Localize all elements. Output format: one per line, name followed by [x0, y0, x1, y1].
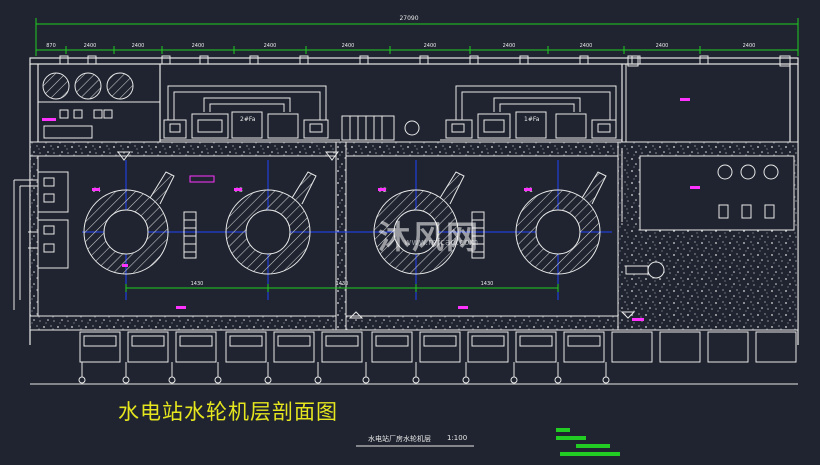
level-markers — [117, 151, 636, 319]
spacing-label-1: 1430 — [191, 281, 204, 287]
upper-piping-left — [160, 85, 340, 141]
dim-label-2: 2400 — [84, 43, 97, 49]
segment-dimension-labels: 870 2400 2400 2400 2400 2400 2400 2400 2… — [46, 43, 755, 49]
roof-columns — [59, 55, 709, 65]
dim-label-7: 2400 — [424, 43, 437, 49]
dim-label-1: 870 — [46, 43, 56, 49]
turbine-unit-3 — [225, 171, 317, 275]
draft-tubes — [30, 329, 798, 363]
drawing-scale: 1:100 — [447, 434, 468, 442]
dim-label-4: 2400 — [192, 43, 205, 49]
dim-label-11: 2400 — [743, 43, 756, 49]
foundation-posts — [30, 362, 798, 385]
dim-label-8: 2400 — [503, 43, 516, 49]
room-tag-left: 2#Fa — [240, 116, 256, 123]
dim-label-6: 2400 — [342, 43, 355, 49]
drawing-title: 水电站水轮机层剖面图 — [118, 400, 338, 424]
title-block — [356, 428, 620, 456]
dim-label-9: 2400 — [580, 43, 593, 49]
access-ladders — [183, 211, 485, 259]
room-tag-right: 1#Fa — [524, 116, 540, 123]
right-equipment-room — [621, 148, 795, 279]
upper-piping-right — [440, 85, 622, 141]
watermark-url: www.mfcad.com — [404, 238, 479, 248]
dim-label-5: 2400 — [264, 43, 277, 49]
stairs — [341, 115, 420, 141]
segment-dimension-line — [36, 46, 798, 54]
magenta-annotations — [42, 98, 700, 321]
turbine-unit-1 — [515, 171, 607, 275]
turbine-unit-2 — [373, 171, 465, 275]
spacing-label-3: 1430 — [481, 281, 494, 287]
left-control-panels — [13, 171, 69, 310]
spacing-label-2: 1430 — [336, 281, 349, 287]
turbine-unit-4 — [83, 171, 175, 275]
drawing-subtitle: 水电站厂房水轮机层 — [368, 435, 431, 443]
unit-spacing-labels: 1430 1430 1430 — [191, 281, 494, 287]
dim-label-3: 2400 — [132, 43, 145, 49]
unit-spacing-dimension — [125, 284, 559, 292]
upper-left-equipment — [38, 72, 160, 139]
dim-label-10: 2400 — [656, 43, 669, 49]
turbine-units — [83, 171, 607, 275]
watermark-text: 沐风网 — [378, 218, 481, 256]
right-upper-room — [625, 55, 791, 149]
overall-dimension-label: 27090 — [399, 15, 418, 22]
